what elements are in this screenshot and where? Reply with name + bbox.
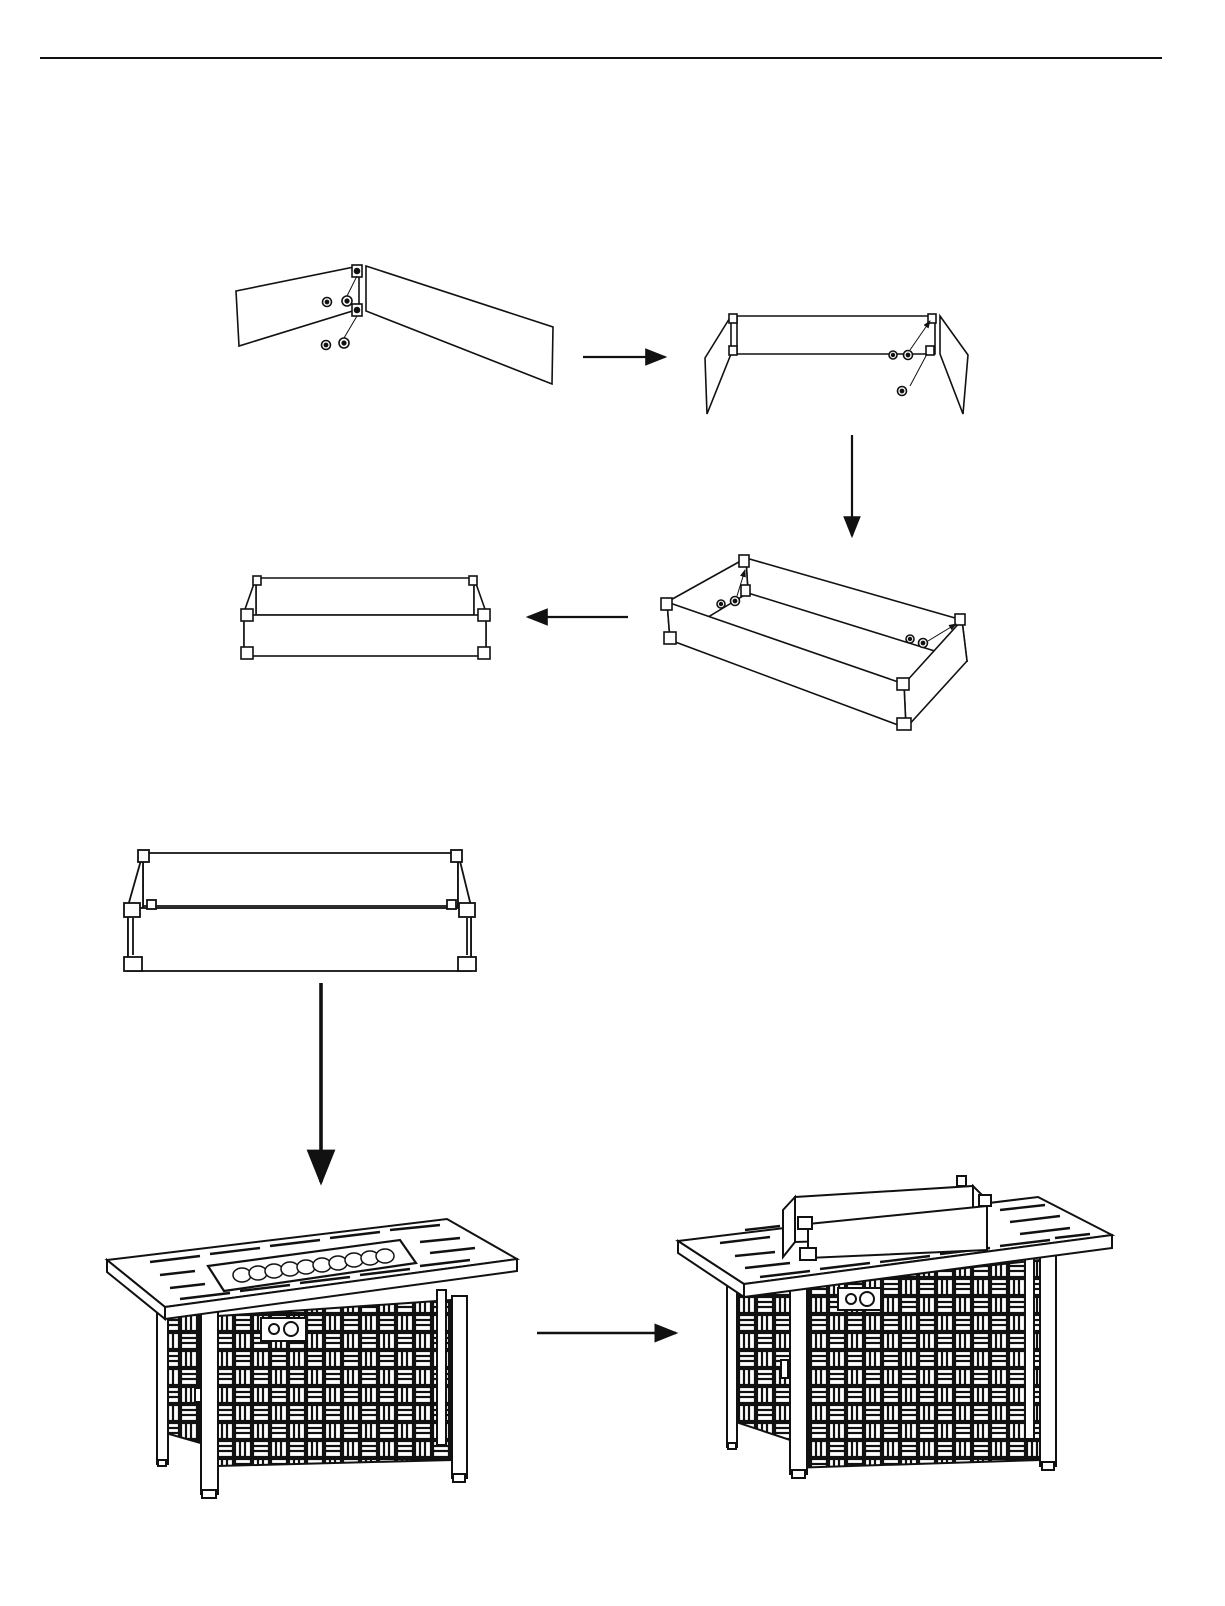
wind-guard-front-icon xyxy=(124,850,476,971)
glass-box-perspective-icon xyxy=(661,555,967,730)
three-glass-panels-icon xyxy=(705,314,968,414)
fire-pit-table-with-stones-icon xyxy=(107,1219,517,1498)
fire-pit-table-with-guard-icon xyxy=(678,1176,1112,1478)
assembled-wind-guard-icon xyxy=(241,576,490,659)
hinged-glass-panels-icon xyxy=(236,265,553,384)
